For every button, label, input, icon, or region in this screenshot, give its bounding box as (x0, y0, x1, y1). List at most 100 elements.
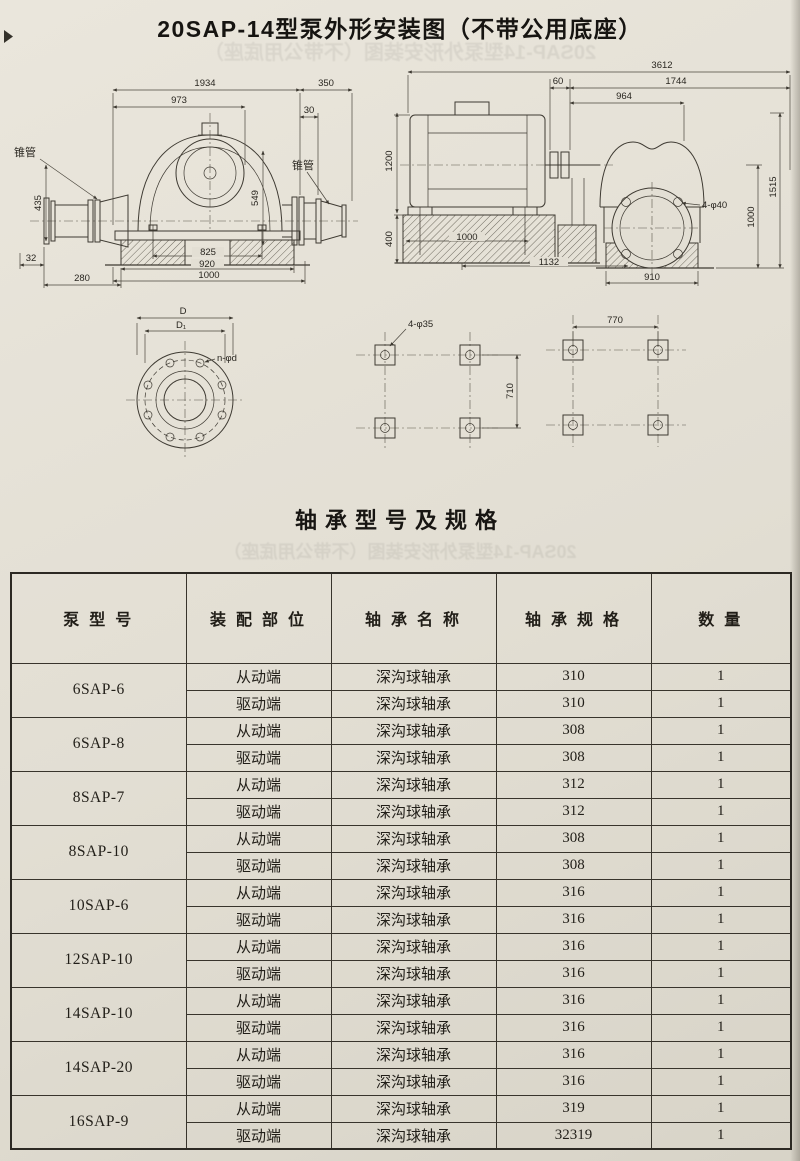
anchor-bolt-detail-2: 770 (546, 315, 686, 447)
anchor-pocket (374, 417, 396, 439)
bolt-hole (217, 380, 227, 390)
dim-973: 973 (171, 95, 187, 106)
dim-1200: 1200 (384, 150, 395, 171)
dim-825: 825 (200, 247, 216, 258)
pump-casing-end (599, 141, 705, 208)
quantity-cell: 1 (650, 689, 792, 718)
bolt-hole (195, 432, 205, 442)
flange-bolt-hole (621, 249, 631, 259)
label-anchor-holes: 4-φ35 (408, 319, 433, 330)
dim-D: D (180, 306, 187, 317)
bleed-through-ghost: 20SAP-14型泵外形安装图（不带公用底座） (223, 542, 577, 562)
pump-model-cell: 6SAP-8 (10, 716, 187, 772)
assembly-position-cell: 从动端 (185, 1040, 332, 1069)
quantity-cell: 1 (650, 797, 792, 826)
pump-model-cell: 16SAP-9 (10, 1094, 187, 1150)
dim-1000-foundation: 1000 (456, 232, 477, 243)
header-bearing-name: 轴 承 名 称 (330, 572, 497, 664)
quantity-cell: 1 (650, 959, 792, 988)
quantity-cell: 1 (650, 662, 792, 691)
assembly-position-cell: 驱动端 (185, 1067, 332, 1096)
quantity-cell: 1 (650, 716, 792, 745)
quantity-cell: 1 (650, 743, 792, 772)
quantity-cell: 1 (650, 932, 792, 961)
anchor-pocket (647, 339, 669, 361)
end-view-dimensions: 3612 60 1744 964 1200 400 1000 1132 (384, 60, 791, 286)
bearing-name-cell: 深沟球轴承 (330, 716, 497, 745)
bearing-spec-cell: 316 (495, 1067, 652, 1096)
bearing-spec-cell: 316 (495, 959, 652, 988)
dim-549: 549 (250, 190, 261, 206)
bearing-name-cell: 深沟球轴承 (330, 1067, 497, 1096)
coupling (560, 151, 570, 179)
assembly-position-cell: 驱动端 (185, 905, 332, 934)
dim-964: 964 (616, 91, 632, 102)
bolt-hole (143, 380, 153, 390)
bearing-name-cell: 深沟球轴承 (330, 1094, 497, 1123)
installation-drawing: 1934 350 973 30 锥管 锥管 435 549 32 280 (14, 60, 791, 459)
pump-model-cell: 14SAP-20 (10, 1040, 187, 1096)
dim-280: 280 (74, 273, 90, 284)
assembly-position-cell: 从动端 (185, 770, 332, 799)
bearing-name-cell: 深沟球轴承 (330, 824, 497, 853)
bearing-spec-cell: 308 (495, 824, 652, 853)
header-quantity: 数 量 (650, 572, 792, 664)
dim-350: 350 (318, 78, 334, 89)
assembly-position-cell: 从动端 (185, 716, 332, 745)
bearing-name-cell: 深沟球轴承 (330, 851, 497, 880)
side-view-dimensions: 1934 350 973 30 锥管 锥管 435 549 32 280 (14, 78, 353, 288)
quantity-cell: 1 (650, 878, 792, 907)
quantity-cell: 1 (650, 1013, 792, 1042)
coupling (549, 151, 559, 179)
bearing-name-cell: 深沟球轴承 (330, 1121, 497, 1150)
anchor-pocket (562, 414, 584, 436)
dim-1934: 1934 (194, 78, 215, 89)
bearing-name-cell: 深沟球轴承 (330, 878, 497, 907)
bearing-name-cell: 深沟球轴承 (330, 1040, 497, 1069)
dim-D1: D₁ (176, 320, 186, 331)
anchor-pocket (459, 417, 481, 439)
pump-model-cell: 12SAP-10 (10, 932, 187, 988)
header-pump-model: 泵 型 号 (10, 572, 187, 664)
assembly-position-cell: 从动端 (185, 824, 332, 853)
bearing-spec-cell: 308 (495, 743, 652, 772)
assembly-position-cell: 从动端 (185, 932, 332, 961)
anchor-pocket (459, 344, 481, 366)
bearing-spec-cell: 316 (495, 905, 652, 934)
dim-1744: 1744 (665, 76, 686, 87)
dim-1000-side: 1000 (198, 270, 219, 281)
flange-outer-circle (136, 351, 234, 449)
bolt-hole (217, 410, 227, 420)
assembly-position-cell: 驱动端 (185, 797, 332, 826)
dim-910: 910 (644, 272, 660, 283)
bearing-name-cell: 深沟球轴承 (330, 986, 497, 1015)
dim-920: 920 (199, 259, 215, 270)
bearing-name-cell: 深沟球轴承 (330, 743, 497, 772)
dim-710: 710 (505, 383, 516, 399)
bearing-spec-cell: 316 (495, 986, 652, 1015)
bearing-name-cell: 深沟球轴承 (330, 959, 497, 988)
dim-1515: 1515 (768, 176, 779, 197)
bearing-name-cell: 深沟球轴承 (330, 797, 497, 826)
dim-1132: 1132 (539, 257, 559, 268)
bearing-name-cell: 深沟球轴承 (330, 905, 497, 934)
bearing-name-cell: 深沟球轴承 (330, 689, 497, 718)
page-edge-shadow (790, 0, 800, 1161)
bearing-spec-cell: 310 (495, 689, 652, 718)
bearing-name-cell: 深沟球轴承 (330, 1013, 497, 1042)
pump-end-view (395, 101, 714, 274)
anchor-pocket (562, 339, 584, 361)
pump-model-cell: 8SAP-10 (10, 824, 187, 880)
